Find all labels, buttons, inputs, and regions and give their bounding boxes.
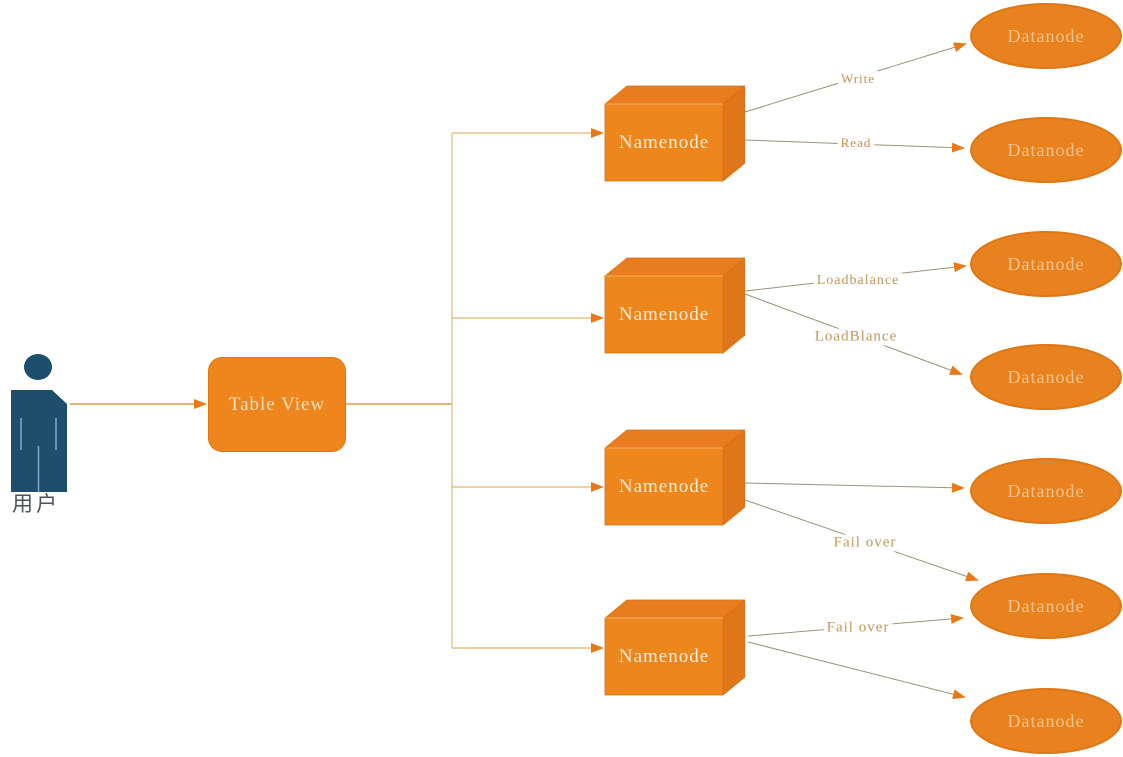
edge-label-loadbalance: Loadbalance bbox=[813, 273, 903, 289]
edge-namenode3-datanode5 bbox=[743, 482, 965, 493]
datanode-label: Datanode bbox=[1007, 25, 1085, 46]
namenode-label: Namenode bbox=[618, 645, 710, 667]
namenode-4: Namenode bbox=[603, 598, 747, 697]
datanode-1: Datanode bbox=[970, 3, 1122, 69]
namenode-label: Namenode bbox=[618, 303, 710, 325]
datanode-label: Datanode bbox=[1007, 595, 1085, 616]
datanode-3: Datanode bbox=[970, 231, 1122, 297]
cube-icon bbox=[603, 85, 747, 182]
datanode-label: Datanode bbox=[1007, 366, 1085, 387]
user-actor: 用户 bbox=[4, 350, 72, 525]
edge-label-failover-1: Fail over bbox=[830, 534, 900, 552]
datanode-label: Datanode bbox=[1007, 139, 1085, 160]
cube-icon bbox=[603, 599, 747, 696]
edge-label-loadblance: LoadBlance bbox=[811, 328, 901, 346]
person-icon bbox=[11, 354, 67, 492]
edge-namenode4-datanode7 bbox=[747, 641, 966, 700]
table-view-node: Table View bbox=[208, 357, 346, 452]
namenode-2: Namenode bbox=[603, 256, 747, 355]
datanode-5: Datanode bbox=[970, 458, 1122, 524]
edge-label-failover-2: Fail over bbox=[823, 619, 893, 637]
datanode-label: Datanode bbox=[1007, 710, 1085, 731]
datanode-6: Datanode bbox=[970, 573, 1122, 639]
datanode-2: Datanode bbox=[970, 117, 1122, 183]
datanode-4: Datanode bbox=[970, 344, 1122, 410]
namenode-1: Namenode bbox=[603, 84, 747, 183]
namenode-3: Namenode bbox=[603, 428, 747, 527]
user-label: 用户 bbox=[12, 492, 60, 516]
edge-label-write: Write bbox=[837, 71, 879, 87]
datanode-7: Datanode bbox=[970, 688, 1122, 754]
datanode-label: Datanode bbox=[1007, 480, 1085, 501]
table-view-label: Table View bbox=[228, 393, 326, 415]
namenode-label: Namenode bbox=[618, 475, 710, 497]
namenode-label: Namenode bbox=[618, 131, 710, 153]
edge-label-read: Read bbox=[837, 135, 875, 151]
datanode-label: Datanode bbox=[1007, 253, 1085, 274]
cube-icon bbox=[603, 257, 747, 354]
